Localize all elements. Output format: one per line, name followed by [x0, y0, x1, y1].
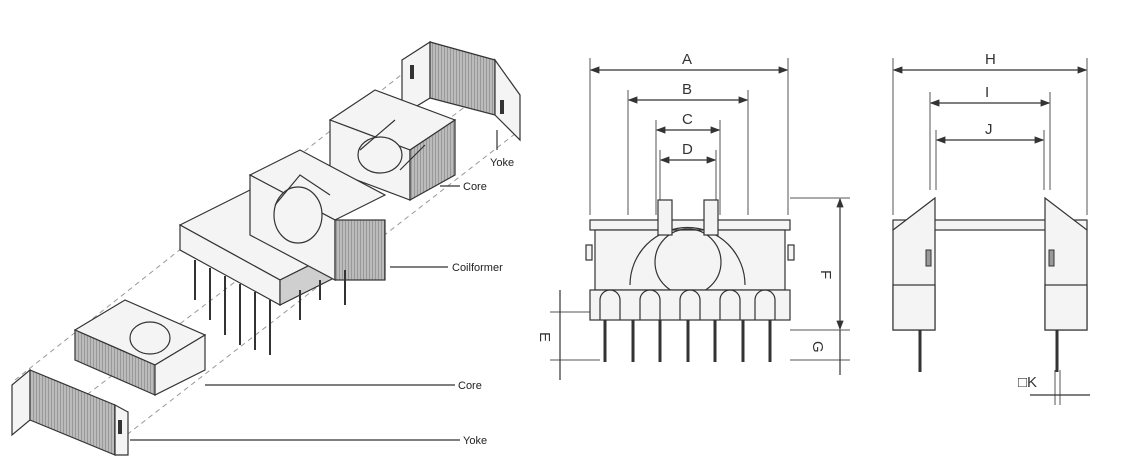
dim-label-e: E: [536, 332, 553, 342]
side-dimension-lines: [892, 66, 1088, 144]
dim-label-f: F: [817, 270, 834, 279]
exploded-view: Yoke Core Coilformer Core Yoke: [11, 40, 521, 456]
dim-label-a: A: [682, 51, 692, 68]
dim-label-g: G: [809, 341, 826, 353]
label-coilformer: Coilformer: [452, 262, 503, 274]
dim-label-j: J: [985, 121, 993, 138]
front-extension-lines: [550, 58, 850, 361]
dim-label-b: B: [682, 81, 692, 98]
leader-lines: [130, 130, 498, 441]
yoke-bottom-part: [11, 368, 129, 456]
coilformer-side-drawing: [892, 196, 1088, 372]
label-core-top: Core: [463, 181, 487, 193]
dim-label-i: I: [985, 84, 989, 101]
coilformer-front-drawing: [585, 199, 795, 362]
front-dimension-lines: [589, 66, 844, 331]
dim-label-k: □K: [1018, 374, 1037, 391]
core-top-part: [328, 89, 457, 202]
side-view: H I J □K: [892, 51, 1090, 405]
side-pins: [918, 330, 1059, 372]
yoke-top-part: [401, 40, 521, 142]
coilformer-part: [178, 149, 387, 355]
core-bottom-part: [73, 299, 207, 396]
front-view: A B C D F G E: [536, 51, 850, 380]
dim-label-h: H: [985, 51, 996, 68]
dim-label-d: D: [682, 141, 693, 158]
front-pins: [603, 320, 772, 362]
dim-label-c: C: [682, 111, 693, 128]
label-yoke-bottom: Yoke: [463, 435, 487, 447]
label-yoke-top: Yoke: [490, 157, 514, 169]
label-core-bottom: Core: [458, 380, 482, 392]
